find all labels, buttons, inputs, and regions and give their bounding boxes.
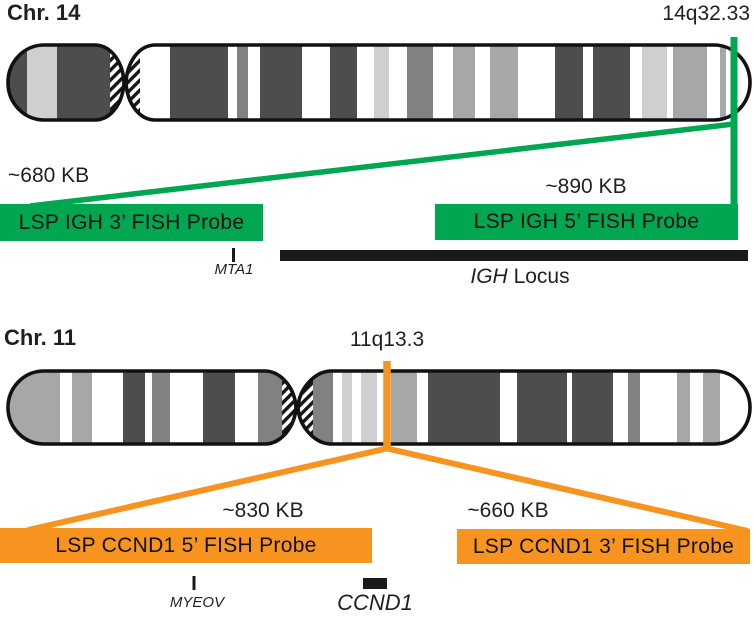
mta1-tick	[232, 248, 235, 262]
igh-locus-bar	[280, 250, 748, 261]
chr11-bands	[10, 371, 720, 444]
chr11-band	[628, 371, 640, 444]
igh-3-probe-size-label: ~680 KB	[8, 164, 90, 187]
lsp-ccnd1-5-probe-box: LSP CCND1 5’ FISH Probe	[0, 528, 372, 563]
igh-locus-gene-text: IGH	[470, 265, 508, 288]
chr14-band	[237, 45, 248, 120]
chr14-band-label: 14q32.33	[662, 2, 750, 25]
chr11-band	[703, 371, 720, 444]
chr14-band	[407, 45, 433, 120]
chromosome-14-ideogram	[6, 43, 752, 122]
lsp-ccnd1-3-probe-label: LSP CCND1 3’ FISH Probe	[472, 534, 735, 558]
chr11-band	[428, 371, 500, 444]
myeov-tick	[192, 576, 196, 590]
chr14-band	[490, 45, 518, 120]
myeov-gene-label: MYEOV	[169, 594, 225, 611]
lsp-igh-5-probe-label: LSP IGH 5’ FISH Probe	[473, 210, 700, 233]
chr11-band	[123, 371, 145, 444]
chr14-band	[260, 45, 302, 120]
igh-locus-label: IGH Locus	[440, 265, 600, 288]
chr11-band	[677, 371, 690, 444]
lsp-ccnd1-3-probe-box: LSP CCND1 3’ FISH Probe	[457, 529, 750, 564]
chr11-band-label: 11q13.3	[349, 328, 425, 351]
chr14-band	[330, 45, 357, 120]
chr11-band	[152, 371, 170, 444]
mta1-gene-label: MTA1	[214, 261, 254, 278]
chr11-band	[312, 371, 333, 444]
chr14-title: Chr. 14	[7, 0, 81, 25]
ccnd1-3-probe-size-label: ~660 KB	[467, 499, 549, 522]
chr14-bands	[8, 45, 726, 120]
chr14-band	[170, 45, 228, 120]
lsp-igh-3-probe-box: LSP IGH 3’ FISH Probe	[0, 204, 263, 241]
lsp-igh-5-probe-box: LSP IGH 5’ FISH Probe	[435, 204, 738, 240]
green-diagonal-line	[29, 121, 735, 209]
chr14-band	[555, 45, 583, 120]
chr14-band	[374, 45, 389, 120]
igh-5-probe-size-label: ~890 KB	[545, 175, 627, 198]
chr11-band	[361, 371, 377, 444]
chr11-band	[258, 371, 283, 444]
chr14-band	[642, 45, 667, 120]
chr11-title: Chr. 11	[4, 325, 77, 350]
chr11-band	[391, 371, 417, 444]
chr11-band	[72, 371, 92, 444]
ccnd1-5-probe-size-label: ~830 KB	[222, 499, 304, 522]
chr14-band	[57, 45, 113, 120]
ccnd1-gene-label: CCND1	[337, 590, 413, 615]
lsp-ccnd1-5-probe-label: LSP CCND1 5’ FISH Probe	[55, 533, 317, 557]
chr11-band	[342, 371, 352, 444]
igh-locus-suffix-text: Locus	[507, 265, 570, 288]
lsp-igh-3-probe-label: LSP IGH 3’ FISH Probe	[18, 210, 245, 234]
chr14-band	[673, 45, 707, 120]
ccnd1-gene-box	[363, 578, 387, 589]
chr11-band	[203, 371, 235, 444]
chr14-band	[593, 45, 630, 120]
chromosome-11-ideogram	[6, 369, 752, 446]
chr14-zoom-lines	[29, 37, 738, 209]
chr14-band	[27, 45, 57, 120]
orange-right-diagonal-line	[384, 445, 749, 534]
chr14-band	[720, 45, 726, 120]
chr14-band	[453, 45, 475, 120]
chr11-band	[517, 371, 567, 444]
chr11-zoom-lines	[27, 361, 749, 534]
orange-left-diagonal-line	[27, 445, 390, 533]
chr11-band	[572, 371, 613, 444]
